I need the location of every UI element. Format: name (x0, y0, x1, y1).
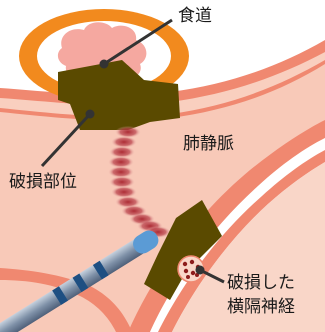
ablation-mark (115, 126, 141, 138)
ablation-mark (111, 186, 137, 198)
damaged-nerve-label: 破損した 横隔神経 (227, 271, 295, 319)
pulmonary-vein-label: 肺静脈 (183, 136, 234, 153)
damaged-nerve-label-line1: 破損した (227, 271, 295, 295)
damaged-nerve-label-line2: 横隔神経 (227, 295, 295, 319)
damaged-site-label: 破損部位 (9, 174, 77, 191)
esophagus-label: 食道 (178, 8, 212, 25)
